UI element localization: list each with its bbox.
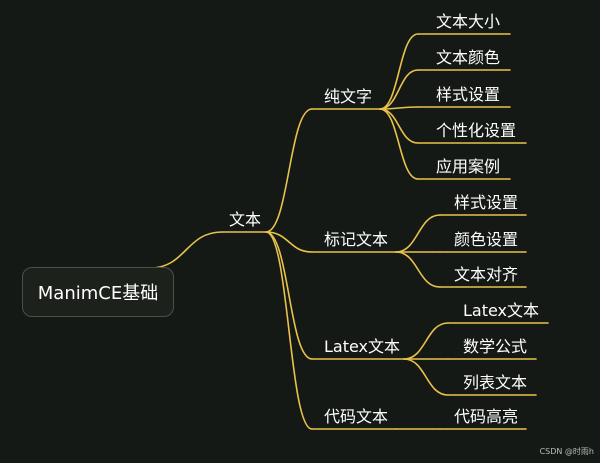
connector-branch1-leaf0 — [395, 214, 441, 253]
leaf-markup-color[interactable]: 颜色设置 — [454, 230, 519, 249]
connector-branch1-leaf2 — [395, 251, 441, 288]
branch-markup-text[interactable]: 标记文本 — [324, 230, 389, 249]
leaf-markup-style[interactable]: 样式设置 — [454, 193, 519, 212]
leaf-latex-text[interactable]: Latex文本 — [463, 301, 540, 320]
connector-branch0-leaf1 — [379, 69, 419, 110]
branch-latex-text[interactable]: Latex文本 — [324, 337, 401, 356]
root-label: ManimCE基础 — [37, 283, 159, 304]
connector-branch2-leaf0 — [403, 322, 449, 360]
connector-topic-plain-text — [265, 108, 313, 233]
connector-root-topic — [149, 231, 223, 269]
leaf-math-formula[interactable]: 数学公式 — [463, 337, 528, 356]
leaf-use-cases[interactable]: 应用案例 — [436, 157, 501, 176]
branch-plain-text[interactable]: 纯文字 — [324, 87, 373, 106]
leaf-code-highlight[interactable]: 代码高亮 — [454, 407, 519, 426]
watermark: CSDN @时雨h — [539, 447, 594, 456]
leaf-text-size[interactable]: 文本大小 — [436, 12, 501, 31]
connector-topic-latex-text — [265, 231, 313, 360]
leaf-list-text[interactable]: 列表文本 — [463, 373, 528, 392]
connector-branch0-leaf4 — [379, 108, 419, 180]
connector-topic-code-text — [265, 231, 313, 430]
connector-branch0-leaf3 — [379, 108, 419, 144]
leaf-custom-settings[interactable]: 个性化设置 — [436, 121, 517, 140]
topic-node[interactable]: 文本 — [229, 210, 262, 229]
leaf-text-align[interactable]: 文本对齐 — [454, 265, 519, 284]
leaf-style-settings[interactable]: 样式设置 — [436, 85, 501, 104]
root-node[interactable]: ManimCE基础 — [22, 267, 174, 317]
branch-code-text[interactable]: 代码文本 — [324, 407, 389, 426]
leaf-text-color[interactable]: 文本颜色 — [436, 48, 501, 67]
connector-branch0-leaf0 — [379, 33, 419, 110]
connector-branch2-leaf2 — [403, 358, 449, 396]
connector-topic-markup-text — [265, 231, 313, 253]
